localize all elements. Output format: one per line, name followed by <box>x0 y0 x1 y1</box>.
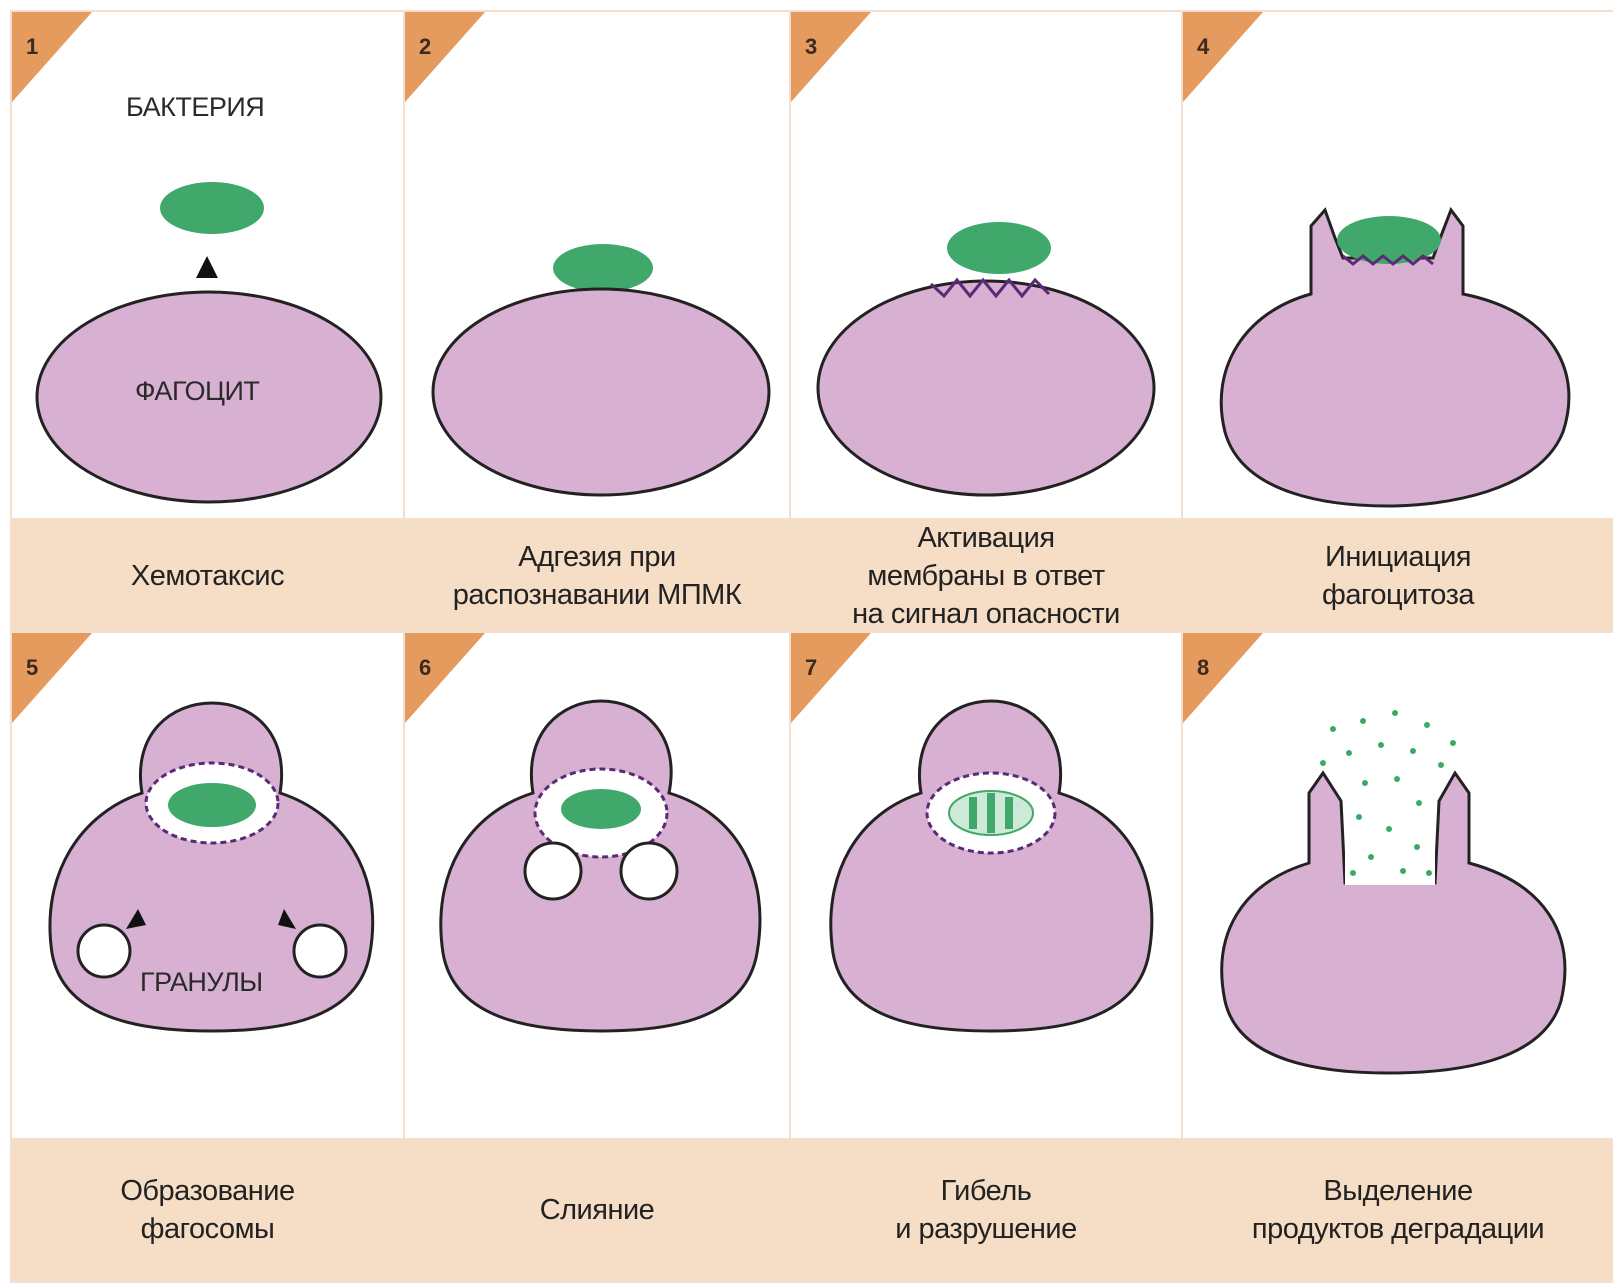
number-badge-2 <box>405 12 485 102</box>
number-badge-6 <box>405 633 485 723</box>
caption-6: Слияние <box>405 1140 789 1280</box>
diagram-frame: 1 БАКТЕРИЯ ФАГОЦИТ 2 3 4 Хемотаксис Адге… <box>10 10 1613 1283</box>
caption-1: Хемотаксис <box>12 520 403 631</box>
chemotaxis-arrow <box>196 256 218 278</box>
panel-4-drawing <box>1183 12 1613 518</box>
panel-number: 2 <box>419 34 431 60</box>
bacterium <box>947 222 1051 274</box>
caption-3: Активация мембраны в ответ на сигнал опа… <box>791 520 1181 631</box>
panel-number: 5 <box>26 655 38 681</box>
panel-number: 4 <box>1197 34 1209 60</box>
panel-4: 4 <box>1183 12 1613 518</box>
granule <box>525 843 581 899</box>
granule <box>78 925 130 977</box>
caption-5: Образование фагосомы <box>12 1140 403 1280</box>
panel-1: 1 БАКТЕРИЯ ФАГОЦИТ <box>12 12 403 518</box>
phagocyte-cell <box>831 701 1152 1031</box>
number-badge-7 <box>791 633 871 723</box>
bacterium <box>553 244 653 292</box>
panel-2-drawing <box>405 12 789 518</box>
granule <box>621 843 677 899</box>
bacterium <box>168 783 256 827</box>
panel-3-drawing <box>791 12 1181 518</box>
panel-6-drawing <box>405 633 789 1138</box>
phagocyte-cell <box>433 289 769 495</box>
number-badge-1 <box>12 12 92 102</box>
panel-6: 6 <box>405 633 789 1138</box>
panel-7-drawing <box>791 633 1181 1138</box>
panel-3: 3 <box>791 12 1181 518</box>
panel-2: 2 <box>405 12 789 518</box>
caption-8: Выделение продуктов деградации <box>1183 1140 1613 1280</box>
panel-number: 3 <box>805 34 817 60</box>
panel-number: 8 <box>1197 655 1209 681</box>
panel-5: 5 ГРАНУЛЫ <box>12 633 403 1138</box>
number-badge-3 <box>791 12 871 102</box>
panel-number: 1 <box>26 34 38 60</box>
panel-number: 7 <box>805 655 817 681</box>
panel-8: 8 <box>1183 633 1613 1138</box>
phagocyte-cell <box>818 281 1154 495</box>
panel-number: 6 <box>419 655 431 681</box>
panel-1-drawing <box>12 12 403 518</box>
panel-5-drawing <box>12 633 403 1138</box>
caption-4: Инициация фагоцитоза <box>1183 520 1613 631</box>
bacterium-label: БАКТЕРИЯ <box>126 92 264 123</box>
granules-label: ГРАНУЛЫ <box>140 967 263 998</box>
degradation-zone <box>1345 793 1435 885</box>
caption-7: Гибель и разрушение <box>791 1140 1181 1280</box>
panel-7: 7 <box>791 633 1181 1138</box>
number-badge-5 <box>12 633 92 723</box>
phagocyte-cell <box>441 701 760 1031</box>
number-badge-4 <box>1183 12 1263 102</box>
number-badge-8 <box>1183 633 1263 723</box>
granule <box>294 925 346 977</box>
bacterium <box>160 182 264 234</box>
phagocyte-label: ФАГОЦИТ <box>135 376 259 407</box>
panel-8-drawing <box>1183 633 1613 1138</box>
bacterium <box>561 789 641 829</box>
caption-2: Адгезия при распознавании МПМК <box>405 520 789 631</box>
